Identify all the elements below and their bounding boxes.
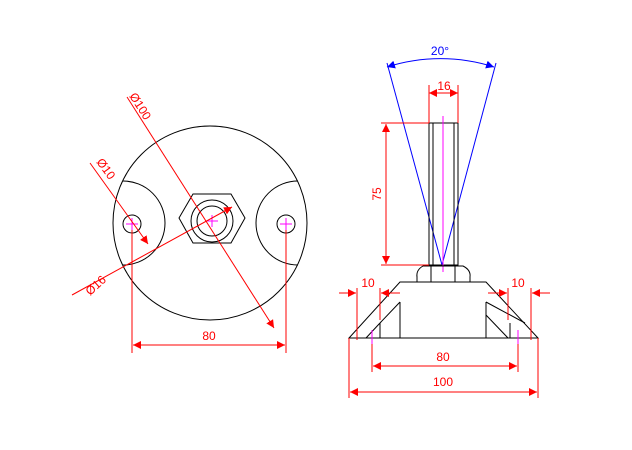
left-pad-label: 10 bbox=[361, 276, 375, 290]
bore-diameter-leader bbox=[71, 206, 233, 296]
right-lobe-arc bbox=[255, 180, 299, 266]
left-pad-slant-2 bbox=[379, 301, 401, 324]
angle-arc bbox=[386, 58, 495, 69]
nut-washer-circle bbox=[190, 199, 234, 243]
hole-diameter-leader bbox=[89, 162, 149, 245]
bore-circle bbox=[196, 205, 228, 237]
side-view: 20° 16 75 bbox=[339, 44, 550, 398]
base-disc-outline bbox=[112, 125, 308, 321]
hex-nut-outline bbox=[178, 193, 246, 244]
top-view: Ø100 Ø10 Ø16 80 bbox=[71, 90, 308, 353]
hole-diameter-label: Ø10 bbox=[94, 156, 119, 183]
left-lobe-arc bbox=[122, 180, 166, 266]
stud-width-label: 16 bbox=[437, 79, 451, 93]
right-pad-label: 10 bbox=[511, 276, 525, 290]
base-width-label: 100 bbox=[433, 375, 453, 389]
right-pad-slant bbox=[485, 314, 509, 339]
stud-height-label: 75 bbox=[370, 187, 384, 201]
outer-diameter-label: Ø100 bbox=[126, 90, 154, 123]
angle-leg-right bbox=[441, 62, 497, 266]
side-spacing-label: 80 bbox=[436, 350, 450, 364]
hole-spacing-label: 80 bbox=[202, 329, 216, 343]
left-pad-slant bbox=[365, 322, 381, 339]
right-pad-top bbox=[485, 301, 526, 324]
outer-diameter-leader bbox=[126, 96, 275, 329]
angle-label: 20° bbox=[431, 44, 449, 58]
